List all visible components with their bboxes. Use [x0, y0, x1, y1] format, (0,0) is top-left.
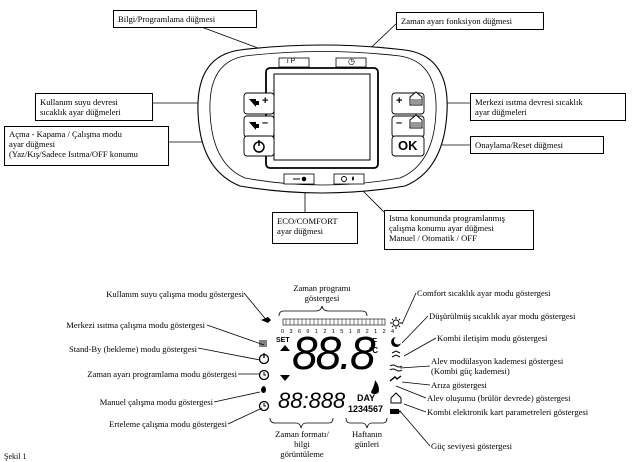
program-line-2: çalışma konumu ayar düğmesi: [389, 223, 494, 233]
communication-icon: [391, 350, 401, 358]
main-temperature-digits: 88.8: [292, 327, 376, 379]
fault-indicator-label: Arıza göstergesi: [431, 380, 487, 390]
flame-modulation-label: Alev modülasyon kademesi göstergesi: [431, 356, 564, 366]
fault-wrench-icon: [389, 375, 402, 382]
flame-icon: [371, 380, 379, 394]
ok-reset-callout: Onaylama/Reset düğmesi: [470, 136, 604, 154]
week-days-digits: 1234567: [348, 404, 384, 414]
reduced-mode-label: Düşürülmüş sıcaklık ayar modu göstergesi: [429, 311, 576, 321]
ch-plus-button[interactable]: +: [396, 95, 403, 107]
ch-minus-button[interactable]: –: [396, 117, 403, 129]
time-program-mode-label: Zaman ayarı programlama modu göstergesi: [87, 369, 237, 379]
eco-comfort-callout: ECO/COMFORT ayar düğmesi: [272, 212, 358, 244]
radiator-icon: [259, 340, 267, 347]
time-function-text: Zaman ayarı fonksiyon düğmesi: [401, 16, 512, 26]
info-key-label[interactable]: i P: [287, 58, 296, 65]
time-function-callout: Zaman ayarı fonksiyon düğmesi: [396, 12, 544, 30]
info-programming-text: Bilgi/Programlama düğmesi: [118, 14, 216, 24]
eco-line-2: ayar düğmesi: [277, 226, 324, 236]
board-parameters-label: Kombi elektronik kart parametreleri göst…: [427, 407, 589, 417]
moon-icon: [391, 337, 401, 347]
dhw-buttons-callout: Kullanım suyu devresi sıcaklık ayar düğm…: [35, 93, 153, 121]
ok-reset-text: Onaylama/Reset düğmesi: [475, 140, 564, 150]
onoff-callout: Açma - Kapama / Çalışma modu ayar düğmes…: [4, 126, 169, 166]
dhw-plus-button[interactable]: +: [262, 95, 269, 107]
info-programming-callout: Bilgi/Programlama düğmesi: [113, 10, 257, 28]
program-line-3: Manuel / Otomatik / OFF: [389, 233, 477, 243]
flame-indicator-label: Alev oluşumu (brülör devrede) göstergesi: [427, 393, 571, 403]
ch-buttons-callout: Merkezi ısıtma devresi sıcaklık ayar düğ…: [470, 93, 626, 121]
standby-indicator-label: Stand-By (bekleme) modu göstergesi: [68, 344, 197, 354]
eco-line-1: ECO/COMFORT: [277, 216, 338, 226]
battery-icon: [390, 409, 399, 414]
dhw-mode-indicator-label: Kullanım suyu çalışma modu göstergesi: [106, 289, 244, 299]
postpone-mode-label: Erteleme çalışma modu göstergesi: [109, 419, 227, 429]
house-icon: [390, 392, 402, 404]
ch-line-1: Merkezi ısıtma devresi sıcaklık: [475, 97, 583, 107]
ok-button[interactable]: OK: [398, 138, 418, 153]
hours-scale: 03691215182124: [281, 329, 400, 335]
time-program-label: Zaman programı göstergesi: [293, 283, 351, 303]
manual-mode-label: Manuel çalışma modu göstergesi: [99, 397, 213, 407]
day-label: DAY: [357, 393, 376, 403]
dhw-tap-icon: [261, 317, 271, 323]
week-days-label: Haftanın günleri: [351, 429, 383, 449]
fahrenheit-unit: °F: [369, 337, 378, 346]
up-arrow-icon: [280, 345, 290, 351]
time-format-label: Zaman formatı/ bilgi görüntüleme: [275, 429, 329, 459]
set-indicator: SET: [276, 337, 290, 344]
dhw-line-2: sıcaklık ayar düğmeleri: [40, 107, 121, 117]
onoff-line-1: Açma - Kapama / Çalışma modu: [9, 129, 122, 139]
boiler-power-label: (Kombi güç kademesi): [431, 366, 510, 376]
celsius-unit: °C: [369, 346, 378, 355]
power-level-label: Güç seviyesi göstergesi: [431, 441, 512, 451]
ch-line-2: ayar düğmeleri: [475, 107, 527, 117]
down-arrow-icon: [280, 375, 290, 381]
communication-mode-label: Kombi iletişim modu göstergesi: [437, 333, 548, 343]
sun-icon: [390, 317, 402, 329]
onoff-line-2: ayar düğmesi: [9, 139, 56, 149]
manual-hand-icon: [261, 386, 266, 393]
clock-icon: [258, 369, 270, 381]
program-line-1: Istma konumunda programlanmış: [389, 213, 505, 223]
dhw-minus-button[interactable]: –: [262, 117, 269, 129]
comfort-mode-label: Comfort sıcaklık ayar modu göstergesi: [417, 288, 551, 298]
postpone-clock-icon: [258, 400, 270, 412]
ch-mode-indicator-label: Merkezi ısıtma çalışma modu göstergesi: [66, 320, 205, 330]
program-mode-callout: Istma konumunda programlanmış çalışma ko…: [384, 210, 534, 250]
onoff-line-3: (Yaz/Kış/Sadece Isıtma/OFF konumu: [9, 149, 138, 159]
time-digits: 88:888: [278, 388, 346, 413]
dhw-line-1: Kullanım suyu devresi: [40, 97, 118, 107]
figure-caption: Şekil 1: [4, 452, 27, 461]
clock-key-icon[interactable]: ◷: [348, 57, 355, 66]
flame-modulation-icon: [389, 364, 403, 372]
